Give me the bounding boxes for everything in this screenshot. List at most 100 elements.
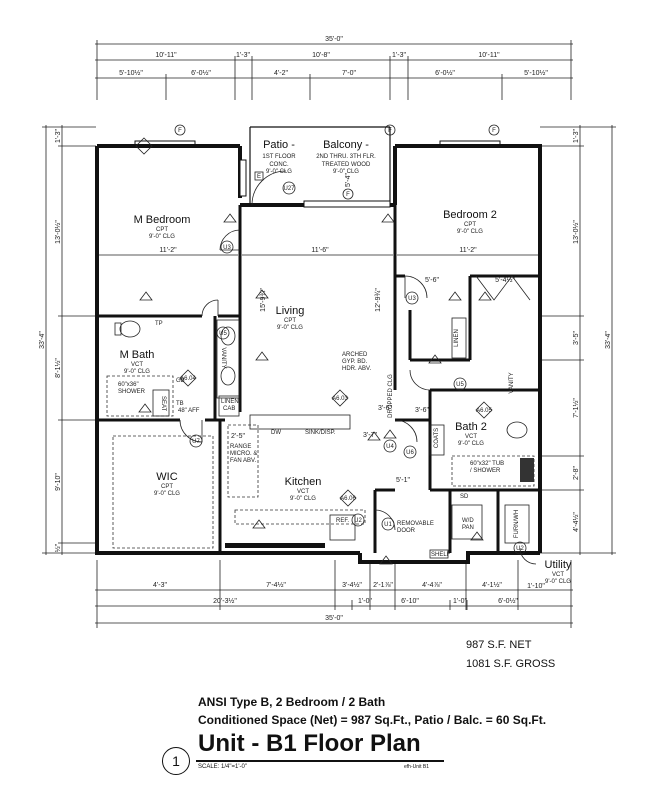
living-name: Living bbox=[276, 305, 305, 317]
tub-label: / SHOWER bbox=[470, 468, 501, 474]
idim-bath2-door: 3'-6" bbox=[415, 407, 429, 414]
dim-bottom-2: 7'-4½" bbox=[266, 581, 286, 589]
vanity-note: VANITY bbox=[220, 347, 226, 368]
idim-closet-2: 5'-4½" bbox=[495, 276, 515, 284]
idim-range: 2'-5" bbox=[231, 433, 245, 440]
living-finish: CPT bbox=[284, 318, 296, 324]
mbedroom-finish: CPT bbox=[156, 227, 168, 233]
dim-top2-1: 5'-10½" bbox=[119, 69, 143, 77]
idim-balcony-depth: 5'-4" bbox=[345, 173, 352, 187]
tag-a6-05: A6.05 bbox=[476, 408, 492, 414]
wic-name: WIC bbox=[156, 471, 177, 483]
dim-bottom-4: 2'-1⅞" bbox=[373, 582, 393, 589]
dim-left-overall: 33'-4" bbox=[39, 331, 46, 349]
dim-bottom2-4: 1'-0" bbox=[453, 598, 467, 605]
tb-aff: 48" AFF bbox=[178, 408, 200, 414]
tag-f-2: F bbox=[388, 128, 392, 134]
dim-right-3: 3'-5" bbox=[573, 331, 580, 345]
fixtures: TP VANITY 60"x36" SHOWER SEAT TB 48" AFF… bbox=[106, 317, 535, 559]
bedroom2-name: Bedroom 2 bbox=[443, 209, 497, 221]
dim-right-1: 1'-3" bbox=[573, 129, 580, 143]
conditioned-space: Conditioned Space (Net) = 987 Sq.Ft., Pa… bbox=[198, 713, 547, 727]
bedroom2-finish: CPT bbox=[464, 222, 476, 228]
tub-size: 60"x32" TUB bbox=[470, 461, 504, 467]
utility-finish: VCT bbox=[552, 572, 564, 578]
bedroom2-ceiling: 9'-0" CLG bbox=[457, 229, 483, 235]
exterior-walls bbox=[95, 126, 542, 564]
dim-right-4: 7'-1½" bbox=[572, 398, 580, 418]
idim-coats: 3'-7" bbox=[363, 432, 377, 439]
tag-u5: U5 bbox=[219, 331, 227, 337]
kitchen-ceiling: 9'-0" CLG bbox=[290, 496, 316, 502]
dim-left-2: 13'-0½" bbox=[54, 220, 62, 244]
dim-right-6: 4'-4½" bbox=[572, 512, 580, 532]
tag-a6-06: A6.06 bbox=[340, 496, 356, 502]
arched-note-3: HDR. ABV. bbox=[342, 366, 371, 372]
sink-label: SINK/DISP. bbox=[305, 430, 336, 436]
dim-left-3: 8'-1½" bbox=[54, 358, 62, 378]
seat-note: SEAT bbox=[160, 396, 166, 412]
dim-left-4: 9'-10" bbox=[55, 473, 62, 491]
coats-closet: COATS bbox=[434, 428, 440, 448]
balcony-name: Balcony - bbox=[323, 139, 369, 151]
dim-bottom-1: 4'-3" bbox=[153, 582, 167, 589]
tag-u3-b: U3 bbox=[408, 296, 416, 302]
gb-note: GB bbox=[176, 378, 185, 384]
mbedroom-name: M Bedroom bbox=[134, 214, 191, 226]
dropped-clg: DROPPED CLG bbox=[388, 374, 394, 418]
idim-bed2-width: 11'-2" bbox=[459, 247, 477, 254]
bath2-ceiling: 9'-0" CLG bbox=[458, 441, 484, 447]
dim-top2-5: 6'-0½" bbox=[435, 69, 455, 77]
tag-u2: U2 bbox=[354, 518, 362, 524]
idim-living-width: 11'-6" bbox=[311, 247, 329, 254]
kitchen-finish: VCT bbox=[297, 489, 309, 495]
bath2-name: Bath 2 bbox=[455, 421, 487, 433]
tag-f-3: F bbox=[492, 128, 496, 134]
dim-left-5: ½" bbox=[54, 543, 62, 552]
unit-info: ANSI Type B, 2 Bedroom / 2 Bath Conditio… bbox=[198, 693, 546, 729]
dim-overall-top: 35'-0" bbox=[325, 36, 343, 43]
range-3: FAN ABV. bbox=[230, 458, 256, 464]
tb-note: TB bbox=[176, 401, 184, 407]
tag-u7: U7 bbox=[192, 439, 200, 445]
drawing-scale: SCALE: 1/4"=1'-0" bbox=[198, 764, 247, 770]
right-dimensions: 1'-3" 13'-0½" 3'-5" 7'-1½" 2'-8" 4'-4½" … bbox=[540, 125, 616, 555]
arched-note-2: GYP. BD. bbox=[342, 359, 368, 365]
bath2-finish: VCT bbox=[465, 434, 477, 440]
drawing-title: Unit - B1 Floor Plan bbox=[198, 730, 421, 757]
dim-top2-3: 4'-2" bbox=[274, 70, 288, 77]
idim-living-depth: 12'-9¾" bbox=[375, 288, 382, 312]
tag-u5-b: U5 bbox=[456, 382, 464, 388]
dim-bottom-6: 4'-1½" bbox=[482, 581, 502, 589]
dim-right-overall: 33'-4" bbox=[605, 331, 612, 349]
idim-hall: 3'-6" bbox=[378, 405, 392, 412]
dim-top-1: 10'-11" bbox=[155, 52, 177, 59]
tags: F F F F E U3 U27 U5 U7 U3 U5 U4 U6 U1 U2… bbox=[135, 124, 527, 565]
idim-mbed-width: 11'-2" bbox=[159, 247, 177, 254]
dim-top-5: 10'-11" bbox=[478, 52, 500, 59]
interior-walls bbox=[97, 205, 540, 553]
idim-laundry: 5'-1" bbox=[396, 477, 410, 484]
dim-bottom2-5: 6'-0½" bbox=[498, 597, 518, 605]
idim-living-length: 15'-9¾" bbox=[260, 288, 267, 312]
dim-overall-bottom: 35'-0" bbox=[325, 615, 343, 622]
dim-bottom2-3: 6'-10" bbox=[401, 598, 419, 605]
tag-u6: U6 bbox=[406, 450, 414, 456]
dim-right-2: 13'-0½" bbox=[572, 220, 580, 244]
dim-bottom2-2: 1'-0" bbox=[358, 598, 372, 605]
title-underline bbox=[196, 760, 444, 762]
sd-note: SD bbox=[460, 494, 469, 500]
room-labels: M Bedroom CPT 9'-0" CLG Patio - 1ST FLOO… bbox=[120, 139, 572, 585]
idim-closet-1: 5'-6" bbox=[425, 277, 439, 284]
tag-a6-03: A6.03 bbox=[332, 396, 348, 402]
utility-ceiling: 9'-0" CLG bbox=[545, 579, 571, 585]
linen-cab-1: LINEN bbox=[221, 399, 239, 405]
dim-top2-2: 6'-0½" bbox=[191, 69, 211, 77]
mbath-name: M Bath bbox=[120, 349, 155, 361]
dim-bottom-3: 3'-4½" bbox=[342, 581, 362, 589]
dim-top-2: 1'-3" bbox=[236, 52, 250, 59]
bottom-dimensions: 4'-3" 7'-4½" 3'-4½" 2'-1⅞" 4'-4⅞" 4'-1½"… bbox=[95, 560, 573, 628]
dim-top-4: 1'-3" bbox=[392, 52, 406, 59]
linen-closet: LINEN bbox=[454, 329, 460, 347]
utility-name: Utility bbox=[545, 559, 572, 571]
